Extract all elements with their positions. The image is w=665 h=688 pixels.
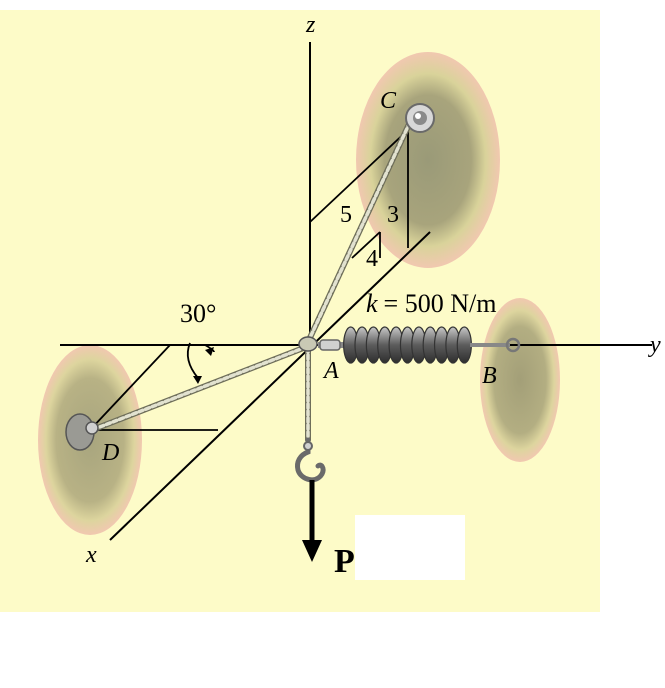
spring-k-value: = 500 N/m [384,289,497,318]
point-b-label: B [482,363,497,389]
spring-constant-label: k= 500 N/m [366,289,496,318]
angle-label: 30° [180,299,216,328]
label-mask [355,515,465,580]
spring-k-symbol: k [366,289,378,318]
point-d-label: D [101,440,119,466]
slope-rise-label: 3 [387,202,399,228]
construction-lines [89,127,411,431]
knot-a [298,336,318,352]
x-axis-label: x [85,542,97,568]
load-arrow [302,480,322,562]
anchor-d [65,413,99,451]
spring [318,326,521,364]
rope [89,119,413,443]
angle-arc [186,342,215,384]
point-c-label: C [380,88,397,114]
slope-run-label: 4 [366,246,378,272]
point-a-label: A [322,358,339,384]
z-axis-label: z [305,12,316,38]
ring-c [405,103,435,133]
top-white-strip [0,0,600,10]
hook [295,437,326,483]
y-axis-label: y [648,332,661,358]
wall-spot-b [480,298,560,462]
wall-spot-c [356,52,500,268]
x-axis [109,231,431,541]
spring-coil [456,326,472,364]
load-label: P [334,543,355,580]
slope-hyp-label: 5 [340,202,352,228]
